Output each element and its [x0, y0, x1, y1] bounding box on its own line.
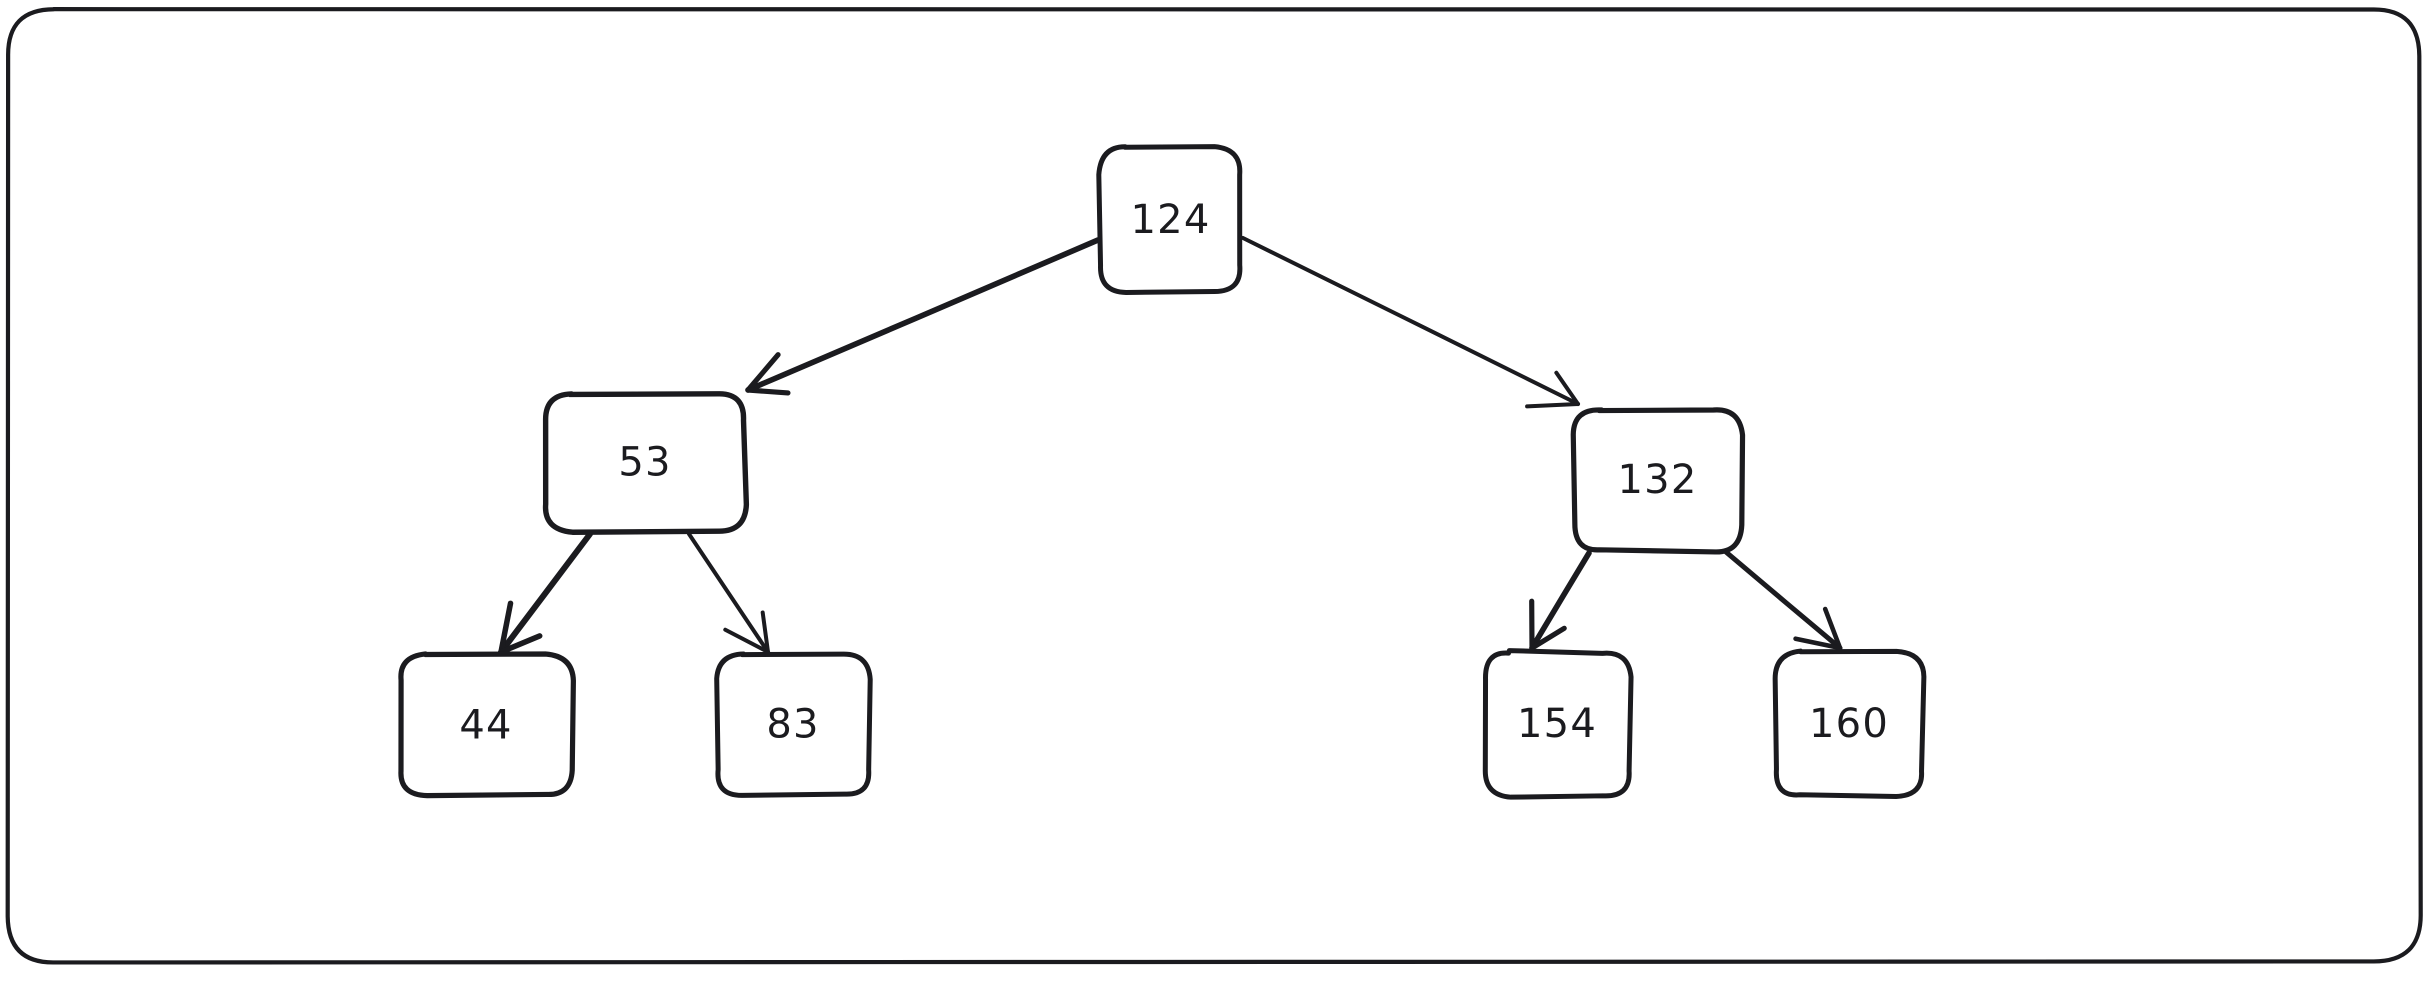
edge-right-rightright: [1723, 549, 1843, 651]
edge-shaft: [1529, 550, 1592, 651]
node-box: [1570, 407, 1746, 555]
node-box: [1096, 144, 1243, 295]
node-box: [714, 651, 873, 798]
arrowhead-barb: [498, 600, 514, 655]
edge-root-right: [1241, 236, 1580, 409]
tree-node-132[interactable]: 132: [1570, 407, 1746, 555]
node-label: 53: [618, 440, 671, 486]
arrowhead-barb: [760, 610, 770, 654]
diagram-frame: [5, 7, 2423, 965]
edge-left-leftleft: [498, 531, 593, 655]
node-label: 83: [766, 702, 819, 748]
tree-node-154[interactable]: 154: [1482, 648, 1634, 800]
frame-border-path: [5, 7, 2423, 965]
node-label: 154: [1517, 701, 1597, 747]
node-box: [1482, 648, 1634, 800]
tree-node-124[interactable]: 124: [1096, 144, 1243, 295]
arrowhead-barb: [745, 387, 791, 396]
arrowhead-barb: [723, 627, 770, 654]
edges-layer: [498, 236, 1843, 655]
edge-right-rightleft: [1529, 550, 1592, 651]
arrowhead-barb: [1822, 606, 1843, 651]
node-box: [398, 651, 576, 799]
arrowhead-barb: [745, 352, 781, 393]
tree-node-44[interactable]: 44: [398, 651, 576, 799]
edge-shaft: [498, 531, 593, 655]
node-label: 124: [1131, 197, 1211, 243]
tree-node-53[interactable]: 53: [542, 391, 750, 535]
arrowhead-barb: [1529, 625, 1567, 651]
edge-shaft: [745, 237, 1101, 393]
node-label: 44: [459, 703, 512, 749]
edge-left-leftright: [687, 532, 770, 654]
node-label: 160: [1809, 701, 1889, 747]
edge-root-left: [745, 237, 1101, 396]
arrowhead-barb: [498, 633, 543, 655]
edge-shaft: [687, 532, 770, 654]
arrowhead-barb: [1793, 636, 1843, 651]
node-label: 132: [1618, 457, 1698, 503]
arrowhead-barb: [1554, 370, 1580, 406]
nodes-layer: 124 53 132 44 83 154 160: [398, 144, 1927, 800]
edge-shaft: [1723, 549, 1843, 651]
edge-shaft: [1241, 236, 1580, 406]
arrowhead-barb: [1525, 402, 1580, 409]
node-box: [1772, 648, 1927, 800]
tree-node-83[interactable]: 83: [714, 651, 873, 798]
tree-node-160[interactable]: 160: [1772, 648, 1927, 800]
node-box: [542, 391, 750, 535]
